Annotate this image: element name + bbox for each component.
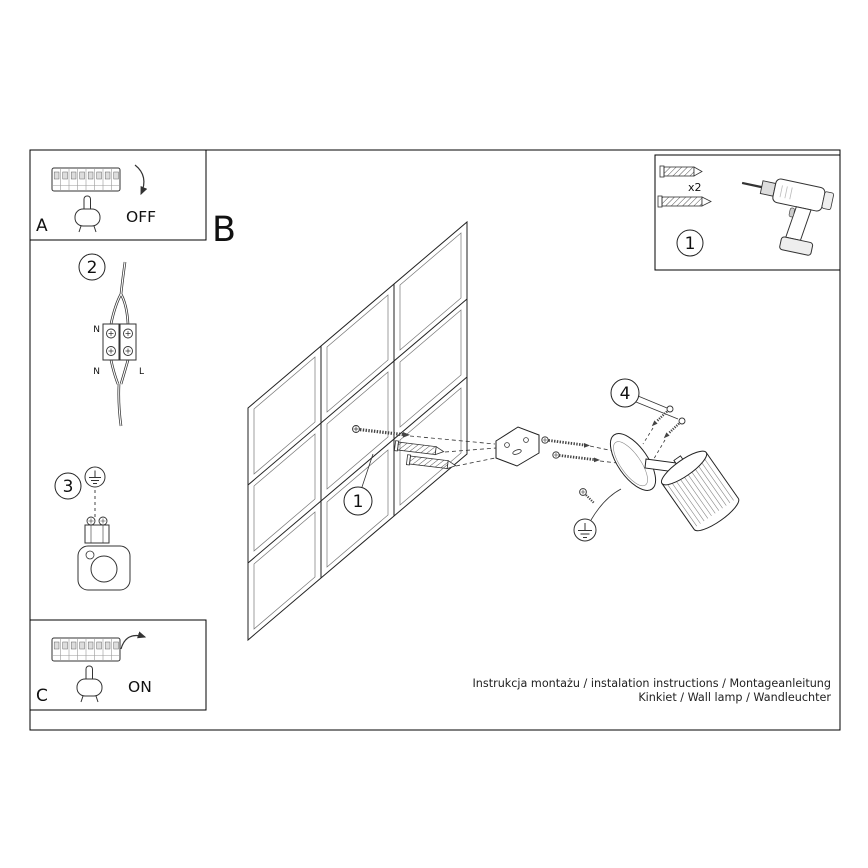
cable-clamp: [84, 516, 110, 544]
wire-bottom: [109, 359, 130, 427]
step-1-parts-badge: [676, 229, 704, 257]
badge-4-leader-line: [637, 395, 668, 409]
wiring-label-l-bottom: L: [139, 367, 144, 377]
terminal-block: [102, 323, 137, 361]
wall-anchor-icon: [657, 195, 712, 208]
wire-top: [109, 261, 130, 325]
wall-panel-cell: [399, 309, 462, 428]
wiring-label-n-top: N: [93, 325, 100, 335]
wiring-label-n-bottom: N: [93, 367, 100, 377]
drill-icon: [741, 178, 834, 256]
wall-anchor-icon: [405, 454, 457, 470]
step-3-badge: [54, 472, 82, 500]
wall-anchor-icon: [659, 165, 703, 178]
step-3-grounding: 3: [54, 466, 131, 591]
step-2-wiring: 2 N N L: [78, 253, 144, 427]
screw-icon: [651, 405, 674, 427]
step-1-wall-number: 1: [353, 492, 364, 512]
wall-bracket-plate: [77, 545, 131, 591]
screw-icon: [579, 488, 595, 504]
wall-anchor-icon: [393, 440, 445, 456]
bracket-screws: [541, 436, 600, 463]
step-4-fixings: 4: [610, 378, 686, 463]
screw-icon: [663, 417, 686, 439]
lamp-shade: [660, 450, 740, 532]
rotate-off-arrow-icon: [134, 164, 148, 196]
badge-1-leader-line: [361, 453, 374, 488]
lamp-grounding: [573, 488, 622, 542]
panel-c-label: C: [36, 686, 48, 706]
section-b-label: B: [212, 210, 236, 250]
step-2-number: 2: [87, 258, 98, 278]
panel-c: ON C: [29, 619, 207, 711]
breaker-panel-icon: [51, 167, 121, 192]
wall-fixings: 1: [343, 425, 627, 516]
wall-panel-cell: [253, 356, 316, 475]
rotate-on-arrow-icon: [120, 631, 147, 650]
ground-leader-line: [590, 488, 622, 521]
on-label: ON: [128, 678, 152, 696]
ground-symbol-icon: [573, 518, 597, 542]
breaker-panel-icon: [51, 637, 121, 662]
panel-a: OFF A: [29, 149, 207, 241]
main-frame: [29, 149, 841, 731]
step-4-number: 4: [620, 384, 631, 404]
step-1-parts-number: 1: [685, 234, 696, 254]
footer-line-1: Instrukcja montażu / instalation instruc…: [472, 677, 831, 690]
panel-a-box: [29, 149, 207, 241]
wall-panel-cell: [253, 433, 316, 552]
screw-icon: [541, 436, 590, 448]
screw-icon: [552, 451, 600, 463]
parts-box: x2 1: [654, 154, 841, 271]
ground-symbol-icon: [84, 466, 106, 488]
wall-panel-cell: [326, 449, 389, 568]
screw-dashed-lines: [642, 427, 666, 463]
footer-line-2: Kinkiet / Wall lamp / Wandleuchter: [638, 691, 831, 704]
panel-a-label: A: [36, 216, 48, 236]
panel-c-box: [29, 619, 207, 711]
wall-panel-cell: [326, 371, 389, 490]
mounting-bracket: [495, 426, 540, 467]
wall-panel-cell: [399, 387, 462, 506]
off-label: OFF: [126, 208, 156, 226]
anchor-quantity: x2: [688, 181, 702, 194]
step-4-badge: [610, 378, 640, 408]
step-1-wall-badge: [343, 486, 373, 516]
wall-lamp: [609, 433, 740, 532]
wall-panel-cell: [399, 232, 462, 351]
screw-icon: [352, 425, 410, 438]
step-2-badge: [78, 253, 106, 281]
wall-panel-cell: [253, 511, 316, 630]
wall-panel-cell: [326, 294, 389, 413]
badge-4-leader-line: [635, 401, 679, 420]
step-3-number: 3: [63, 477, 74, 497]
lamp-canopy: [609, 433, 657, 491]
